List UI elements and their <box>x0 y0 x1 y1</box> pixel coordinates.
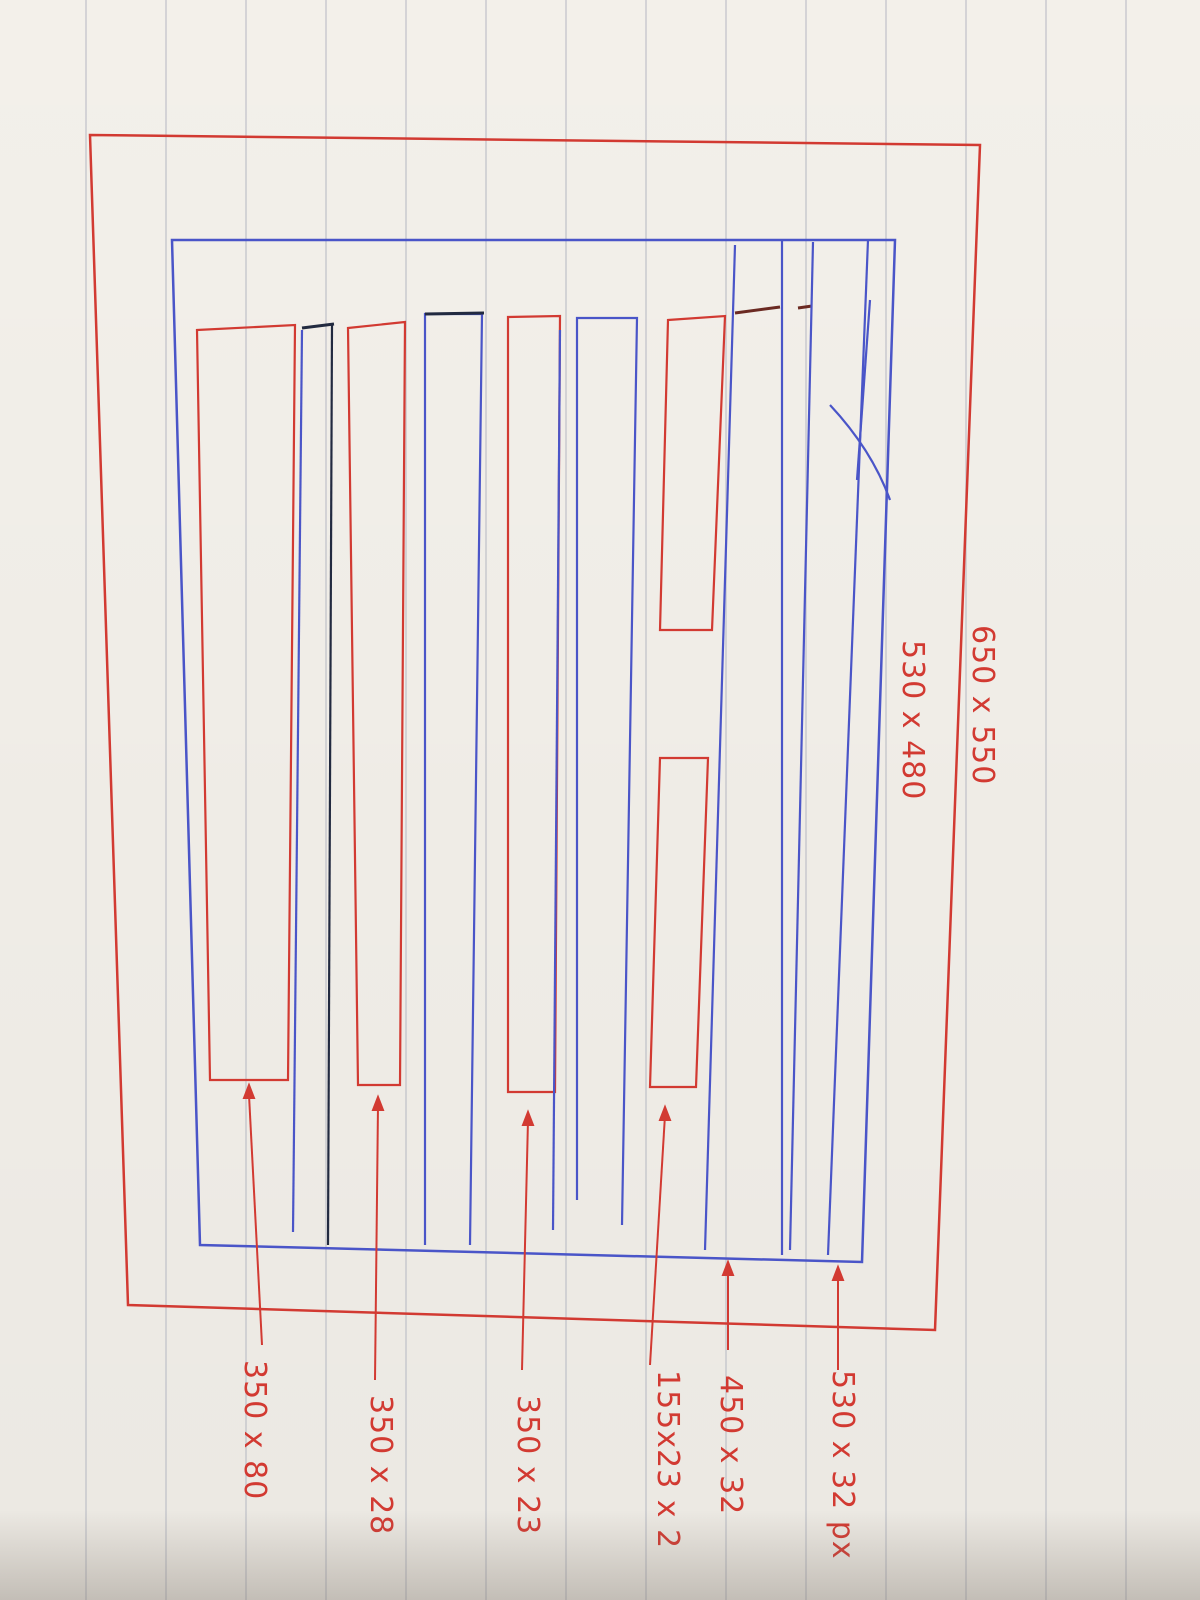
ruling-line <box>165 0 167 1600</box>
row-530x32 <box>826 239 870 1256</box>
ruling-line <box>85 0 87 1600</box>
outer-frame <box>88 133 982 1332</box>
ruling-line <box>245 0 247 1600</box>
tick-mark <box>797 304 813 310</box>
box-155x23-b <box>648 756 710 1089</box>
row-450x32-left <box>703 244 737 1251</box>
ruling-line <box>1045 0 1047 1600</box>
callout-label-row-5: 450 x 32 <box>713 1375 748 1516</box>
callout-arrows <box>242 1082 845 1381</box>
box-350x23 <box>506 314 562 1094</box>
row-line <box>423 312 484 1246</box>
photo-shadow <box>0 1510 1200 1600</box>
ruling-line <box>965 0 967 1600</box>
ruling-line <box>405 0 407 1600</box>
callout-label-box-1: 350 x 80 <box>237 1360 272 1501</box>
box-350x28 <box>346 320 407 1087</box>
ruling-line <box>325 0 327 1600</box>
box-155x23-a <box>658 314 727 632</box>
row-line <box>855 299 872 481</box>
ruling-line <box>725 0 727 1600</box>
inner-frame <box>170 238 897 1264</box>
divider-line <box>326 324 334 1246</box>
row-line <box>788 241 815 1251</box>
row-line <box>575 316 639 1226</box>
box-350x80 <box>195 323 297 1082</box>
row-cap <box>424 311 485 316</box>
ruling-line <box>645 0 647 1600</box>
divider-line <box>301 322 335 330</box>
tick-mark <box>734 305 781 315</box>
inner-size-label: 530 x 480 <box>895 640 930 801</box>
divider-line <box>551 329 562 1231</box>
divider-line <box>291 329 304 1233</box>
ruling-line <box>565 0 567 1600</box>
outer-size-label: 650 x 550 <box>965 625 1000 786</box>
ruling-line <box>485 0 487 1600</box>
ruling-line <box>1125 0 1127 1600</box>
ruling-line <box>805 0 807 1600</box>
ruling-line <box>885 0 887 1600</box>
row-530x32-curve <box>829 404 892 501</box>
